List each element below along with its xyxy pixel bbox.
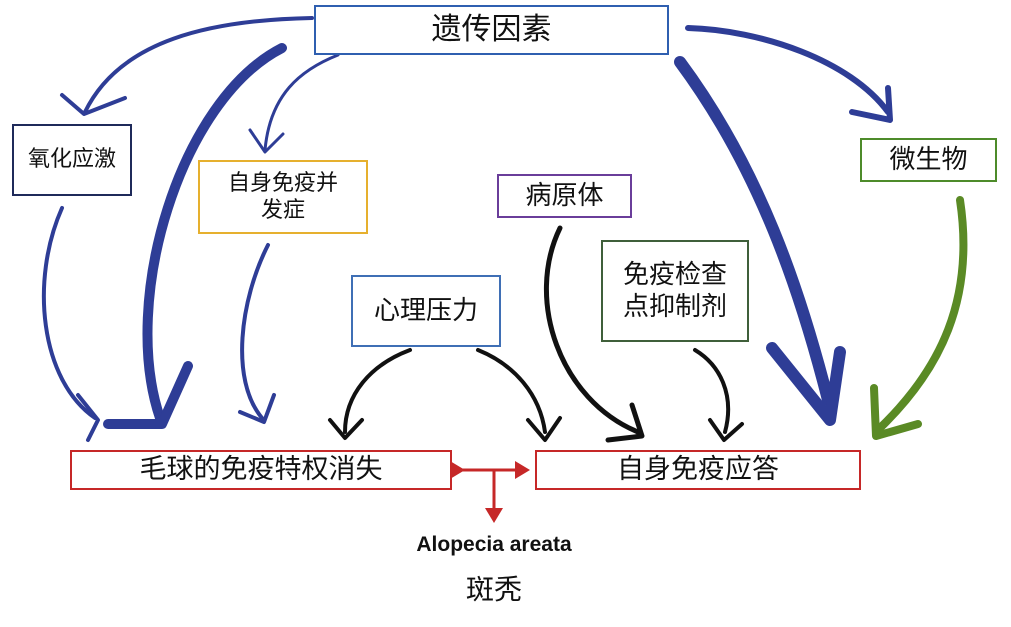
arrow-genetic-to-response-head bbox=[766, 342, 846, 426]
node-autoimmune-response: 自身免疫应答 bbox=[535, 450, 861, 490]
node-checkpoint-inhibitor: 免疫检查点抑制剂 bbox=[601, 240, 749, 342]
arrow-pathogen-to-response bbox=[544, 225, 641, 435]
arrow-genetic-to-response bbox=[674, 56, 834, 406]
node-autoimmune-complication-label: 自身免疫并发症 bbox=[227, 170, 338, 224]
arrow-stress-to-response-head bbox=[526, 416, 562, 442]
arrow-genetic-to-microbe bbox=[685, 25, 891, 115]
node-genetic-factors-label: 遗传因素 bbox=[431, 12, 552, 48]
node-autoimmune-response-label: 自身免疫应答 bbox=[617, 454, 779, 486]
node-microbe: 微生物 bbox=[860, 138, 997, 182]
arrow-genetic-to-microbe-head bbox=[849, 85, 893, 123]
arrow-microbe-to-response-head bbox=[870, 384, 922, 440]
node-microbe-label: 微生物 bbox=[889, 144, 968, 175]
arrow-pathogen-to-response-head bbox=[605, 402, 645, 443]
arrow-genetic-to-privilege bbox=[142, 43, 287, 423]
node-genetic-factors: 遗传因素 bbox=[314, 5, 669, 55]
node-oxidative-stress: 氧化应激 bbox=[12, 124, 132, 196]
arrow-genetic-to-autoimmune-head bbox=[248, 128, 285, 154]
arrow-autoimmune-to-privilege bbox=[240, 243, 270, 420]
node-autoimmune-complication: 自身免疫并发症 bbox=[198, 160, 368, 234]
arrow-stress-to-privilege-head bbox=[328, 418, 364, 440]
arrow-stress-to-privilege bbox=[343, 348, 412, 434]
node-checkpoint-inhibitor-label: 免疫检查点抑制剂 bbox=[622, 259, 727, 323]
node-pathogen-label: 病原体 bbox=[525, 180, 604, 211]
node-psychological-stress-label: 心理压力 bbox=[373, 295, 478, 326]
arrow-genetic-to-autoimmune bbox=[263, 53, 340, 152]
arrow-checkpoint-to-response-head bbox=[708, 418, 744, 442]
arrow-genetic-to-privilege-head bbox=[103, 361, 193, 429]
arrow-genetic-to-oxidative-head bbox=[60, 93, 127, 116]
node-oxidative-stress-label: 氧化应激 bbox=[27, 147, 116, 173]
outcome-label-zh: 斑秃 bbox=[465, 573, 522, 606]
arrow-microbe-to-response bbox=[876, 196, 968, 432]
node-pathogen: 病原体 bbox=[497, 174, 632, 218]
arrow-autoimmune-to-privilege-head bbox=[238, 393, 276, 424]
arrow-oxidative-to-privilege-head bbox=[76, 393, 100, 442]
arrow-checkpoint-to-response bbox=[693, 348, 731, 434]
node-immune-privilege-loss-label: 毛球的免疫特权消失 bbox=[139, 454, 383, 486]
node-psychological-stress: 心理压力 bbox=[351, 275, 501, 347]
arrow-genetic-to-oxidative bbox=[83, 16, 314, 114]
arrow-oxidative-to-privilege bbox=[41, 206, 97, 420]
node-immune-privilege-loss: 毛球的免疫特权消失 bbox=[70, 450, 452, 490]
arrow-stress-to-response bbox=[476, 348, 547, 434]
outcome-label-en: Alopecia areata bbox=[416, 533, 572, 556]
